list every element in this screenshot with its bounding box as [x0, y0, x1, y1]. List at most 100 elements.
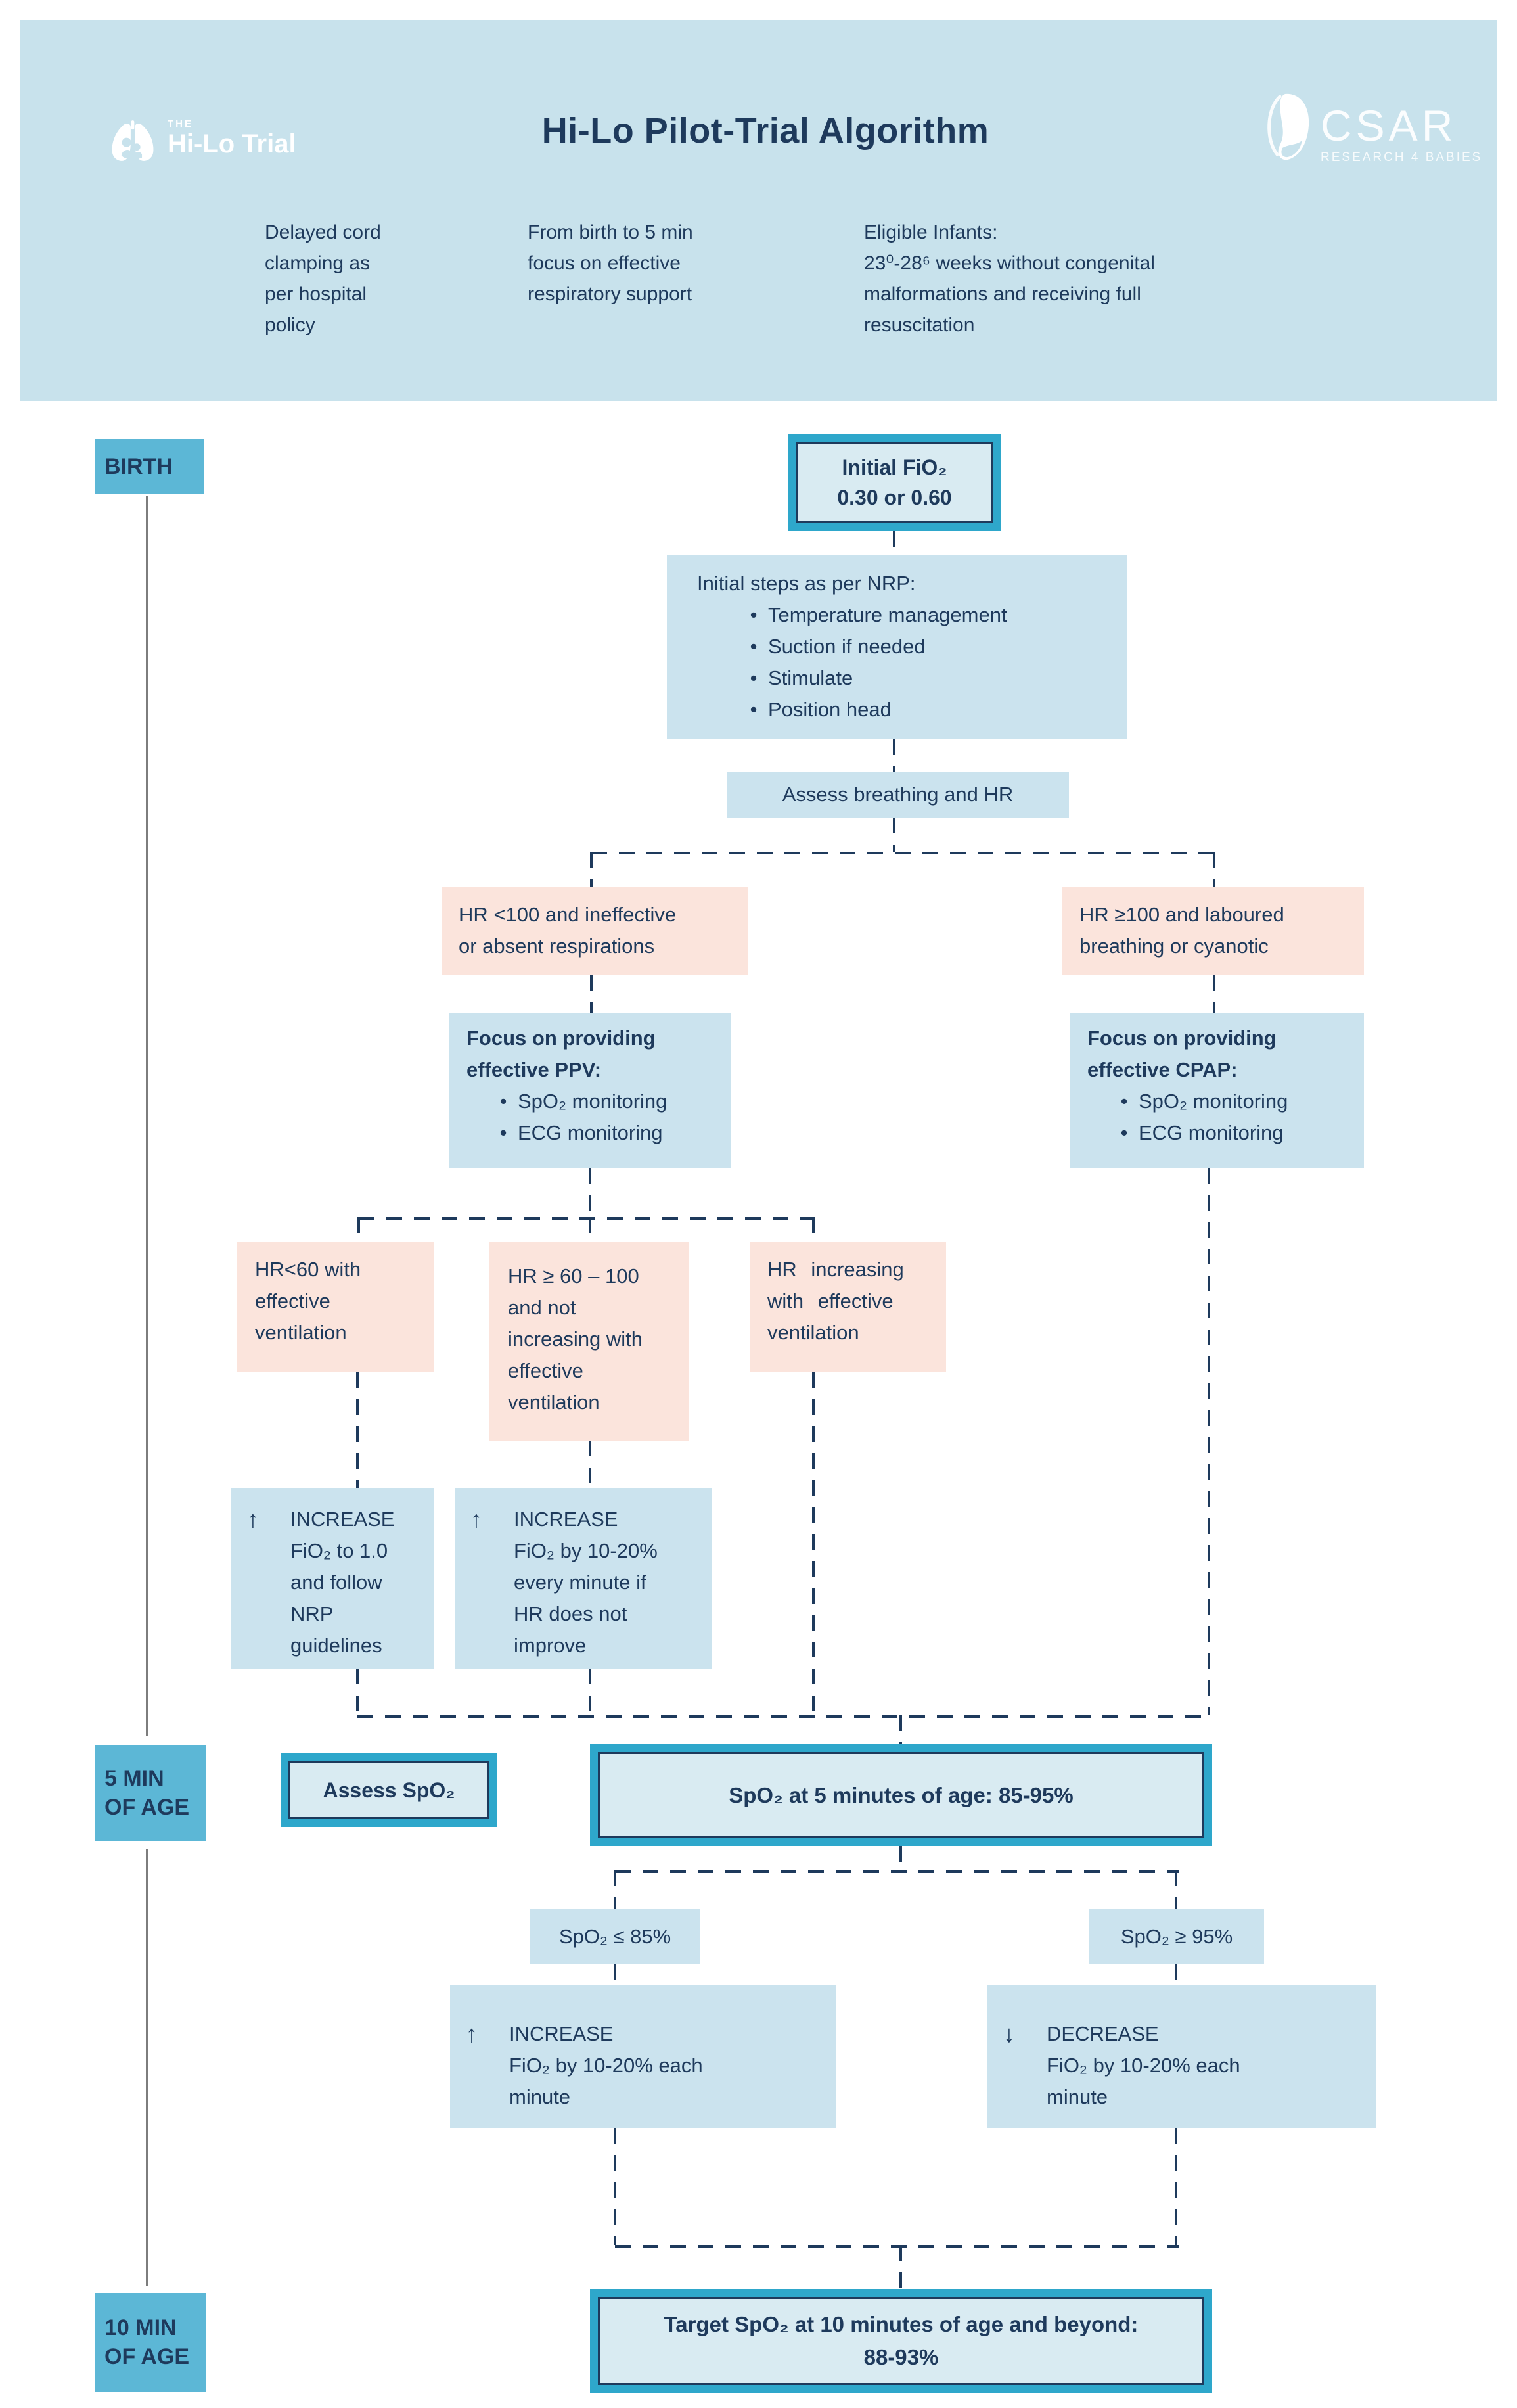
bullet-text: SpO₂ monitoring [518, 1090, 668, 1113]
dashed-connector [1175, 1964, 1177, 1985]
timeline-line-lower [146, 1849, 148, 2286]
node-hr-high-laboured: HR ≥100 and laboured breathing or cyanot… [1062, 887, 1364, 975]
node-nrp-steps: Initial steps as per NRP: • Temperature m… [667, 555, 1127, 739]
node-assess-spo2: Assess SpO₂ [281, 1753, 497, 1827]
timeline-label-5min: 5 MIN OF AGE [95, 1745, 206, 1841]
node-increase-fio2-stepwise: ↑ INCREASE FiO₂ by 10-20% every minute i… [455, 1488, 712, 1669]
dashed-connector [1208, 1168, 1210, 1715]
list-item: • Stimulate [739, 662, 1097, 694]
node-spo2-high: SpO₂ ≥ 95% [1089, 1909, 1264, 1964]
dashed-connector [893, 531, 895, 555]
bullet-text: SpO₂ monitoring [1139, 1090, 1288, 1113]
bullet-icon: • [499, 1121, 507, 1144]
dashed-connector [356, 1372, 359, 1488]
dashed-connector [356, 1669, 359, 1715]
hilo-logo-name: Hi-Lo Trial [168, 129, 296, 158]
list-item: • ECG monitoring [489, 1117, 714, 1149]
dashed-connector [1213, 975, 1215, 1013]
down-arrow-icon: ↓ [1003, 2020, 1015, 2047]
ppv-title: Focus on providing effective PPV: [466, 1027, 656, 1081]
timeline-line-upper [146, 496, 148, 1736]
hilo-logo-prefix: THE [168, 118, 193, 129]
dashed-connector [589, 1669, 591, 1715]
bullet-text: ECG monitoring [1139, 1121, 1284, 1144]
dashed-connector [614, 2128, 616, 2245]
bullet-icon: • [750, 603, 758, 626]
node-hr-low-ineffective: HR <100 and ineffective or absent respir… [442, 887, 748, 975]
dashed-connector [590, 852, 593, 887]
dashed-connector [614, 1870, 616, 1909]
list-item: • Temperature management [739, 599, 1097, 631]
up-arrow-icon: ↑ [247, 1506, 259, 1533]
bullet-icon: • [750, 698, 758, 721]
note-eligible-infants: Eligible Infants: 23⁰-28⁶ weeks without … [864, 221, 1155, 336]
list-item: • Suction if needed [739, 631, 1097, 662]
header-banner: THE Hi-Lo Trial Hi-Lo Pilot-Trial Algori… [20, 20, 1497, 401]
dashed-connector [589, 1217, 591, 1242]
bullet-icon: • [750, 635, 758, 658]
up-arrow-icon: ↑ [466, 2020, 478, 2047]
csar-logo: CSAR RESEARCH 4 BABIES [1260, 89, 1482, 168]
csar-logo-tagline: RESEARCH 4 BABIES [1321, 150, 1483, 164]
dashed-connector [899, 2245, 902, 2289]
bullet-text: ECG monitoring [518, 1121, 663, 1144]
hilo-trial-logo: THE Hi-Lo Trial [107, 118, 296, 170]
dashed-connector [589, 1168, 591, 1217]
merge-bracket [357, 1715, 1210, 1718]
node-decrease-each-minute: ↓ DECREASE FiO₂ by 10-20% each minute [987, 1985, 1376, 2128]
csar-logo-name: CSAR [1321, 101, 1457, 150]
bullet-text: Stimulate [768, 666, 853, 689]
bullet-text: Temperature management [768, 603, 1007, 626]
hilo-logo-text: THE Hi-Lo Trial [168, 118, 296, 170]
node-assess-breathing-hr: Assess breathing and HR [727, 772, 1069, 818]
dashed-connector [357, 1217, 360, 1242]
split-bracket [591, 852, 1215, 854]
action-text: INCREASE FiO₂ by 10-20% every minute if … [514, 1508, 658, 1657]
split-bracket [359, 1217, 815, 1220]
node-initial-fio2: Initial FiO₂ 0.30 or 0.60 [788, 434, 1001, 531]
list-item: • ECG monitoring [1110, 1117, 1347, 1149]
list-item: • Position head [739, 694, 1097, 726]
dashed-connector [812, 1372, 815, 1715]
page-title: Hi-Lo Pilot-Trial Algorithm [541, 111, 989, 150]
merge-bracket [615, 2245, 1179, 2248]
timeline-label-10min: 10 MIN OF AGE [95, 2293, 206, 2392]
lungs-icon [107, 118, 158, 170]
nrp-bullet-list: • Temperature management • Suction if need… [697, 599, 1097, 726]
note-respiratory-focus: From birth to 5 min focus on effective r… [528, 221, 693, 305]
csar-logo-text: CSAR RESEARCH 4 BABIES [1321, 89, 1482, 168]
bullet-icon: • [750, 666, 758, 689]
node-cpap: Focus on providing effective CPAP: •SpO₂… [1070, 1013, 1364, 1168]
node-increase-each-minute: ↑ INCREASE FiO₂ by 10-20% each minute [450, 1985, 836, 2128]
node-hr-increasing: HR increasing with effective ventilation [750, 1242, 946, 1372]
dashed-connector [899, 1846, 902, 1870]
action-text: DECREASE FiO₂ by 10-20% each minute [1047, 2022, 1240, 2108]
dashed-connector [589, 1441, 591, 1488]
node-hr-lt60: HR<60 with effective ventilation [237, 1242, 434, 1372]
dashed-connector [1213, 852, 1215, 887]
node-spo2-low: SpO₂ ≤ 85% [530, 1909, 700, 1964]
cpap-title: Focus on providing effective CPAP: [1087, 1027, 1277, 1081]
list-item: •SpO₂ monitoring [1110, 1086, 1347, 1117]
dashed-connector [1175, 2128, 1177, 2245]
node-hr-60-100: HR ≥ 60 – 100 and not increasing with ef… [489, 1242, 689, 1441]
note-delayed-clamping: Delayed cord clamping as per hospital po… [265, 221, 381, 336]
node-spo2-5min-target: SpO₂ at 5 minutes of age: 85-95% [590, 1744, 1212, 1846]
node-target-spo2-10min: Target SpO₂ at 10 minutes of age and bey… [590, 2289, 1212, 2393]
action-text: INCREASE FiO₂ to 1.0 and follow NRP guid… [290, 1508, 395, 1657]
list-item: • SpO₂ monitoring [489, 1086, 714, 1117]
dashed-connector [893, 739, 895, 772]
action-text: INCREASE FiO₂ by 10-20% each minute [509, 2022, 703, 2108]
csar-crescent-icon [1260, 89, 1314, 168]
bullet-icon: • [499, 1090, 507, 1113]
node-increase-fio2-full: ↑ INCREASE FiO₂ to 1.0 and follow NRP gu… [231, 1488, 434, 1669]
cpap-bullet-list: •SpO₂ monitoring • ECG monitoring [1087, 1086, 1347, 1149]
timeline-label-birth: BIRTH [95, 439, 204, 494]
dashed-connector [590, 975, 593, 1013]
bullet-text: Position head [768, 698, 892, 721]
node-ppv: Focus on providing effective PPV: • SpO₂ … [449, 1013, 731, 1168]
bullet-text: Suction if needed [768, 635, 926, 658]
bullet-icon: • [1120, 1121, 1128, 1144]
nrp-title: Initial steps as per NRP: [697, 572, 916, 595]
up-arrow-icon: ↑ [470, 1506, 482, 1533]
